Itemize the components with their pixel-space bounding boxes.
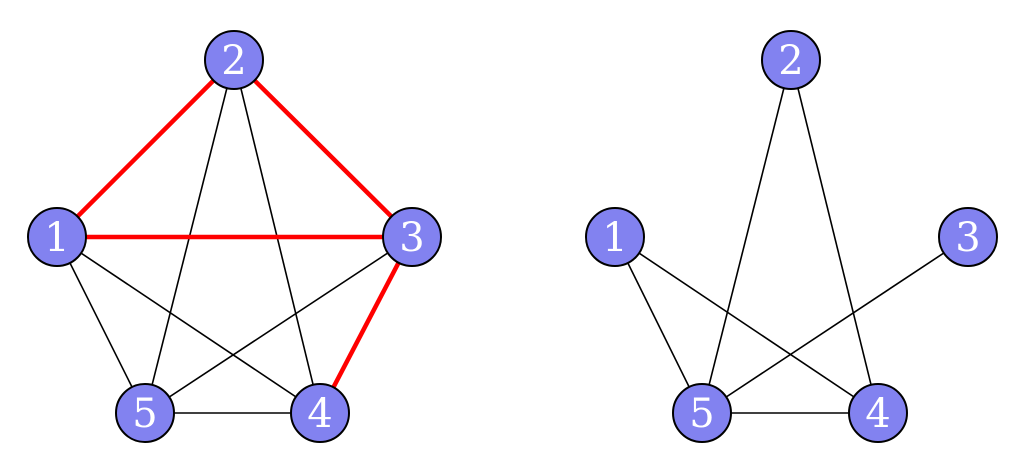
right-graph-edge-3-5 <box>701 236 969 414</box>
left-graph-edge-2-3-highlighted <box>232 58 414 239</box>
right-graph-edge-2-5 <box>701 59 792 414</box>
left-graph-node-1-circle <box>27 207 87 267</box>
right-graph-node-4: 4 <box>848 383 908 443</box>
left-graph-node-4-circle <box>290 383 350 443</box>
right-graph-node-1-circle <box>585 207 645 267</box>
left-graph: 1 2 3 4 5 <box>27 30 442 443</box>
right-graph: 1 2 3 4 5 <box>585 30 998 443</box>
left-graph-edge-1-5 <box>56 236 146 414</box>
left-graph-edge-3-4-highlighted <box>318 235 414 415</box>
left-graph-node-5-circle <box>115 383 175 443</box>
right-graph-edge-1-5 <box>614 236 703 414</box>
right-graph-node-3: 3 <box>938 207 998 267</box>
right-graph-node-5-circle <box>672 383 732 443</box>
right-graph-node-4-circle <box>848 383 908 443</box>
right-graph-node-2: 2 <box>761 30 821 90</box>
left-graph-node-4: 4 <box>290 383 350 443</box>
right-graph-node-2-circle <box>761 30 821 90</box>
right-graph-node-5: 5 <box>672 383 732 443</box>
left-graph-edge-1-2-highlighted <box>55 58 236 239</box>
right-graph-edge-2-4 <box>790 59 879 414</box>
left-graph-edge-3-5 <box>144 236 413 414</box>
left-graph-edge-1-4 <box>56 236 321 414</box>
left-graph-node-3-circle <box>382 207 442 267</box>
right-graph-node-3-circle <box>938 207 998 267</box>
left-graph-node-2: 2 <box>204 30 264 90</box>
left-graph-node-5: 5 <box>115 383 175 443</box>
right-graph-edge-1-4 <box>614 236 879 414</box>
left-graph-node-2-circle <box>204 30 264 90</box>
left-graph-node-3: 3 <box>382 207 442 267</box>
left-graph-node-1: 1 <box>27 207 87 267</box>
right-graph-node-1: 1 <box>585 207 645 267</box>
